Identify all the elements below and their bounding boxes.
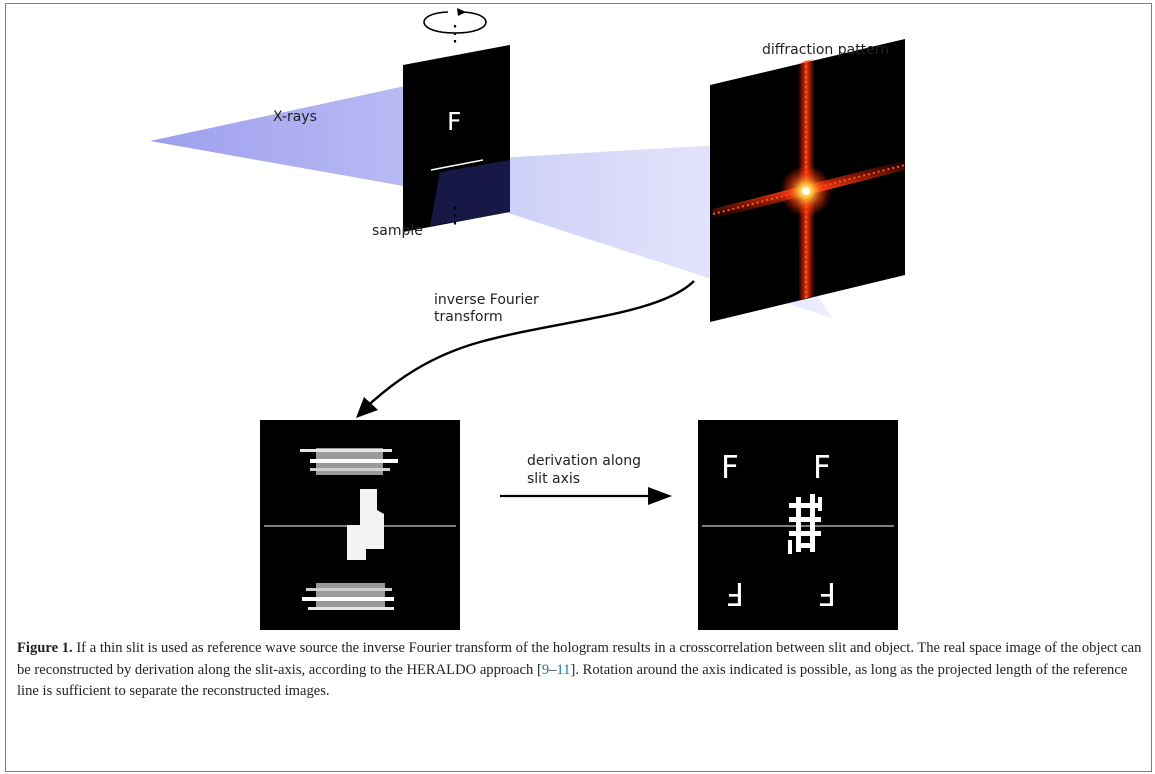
figure-caption: Figure 1. If a thin slit is used as refe…	[17, 638, 1142, 703]
recon-center-artifact	[788, 494, 822, 554]
caption-text-1: If a thin slit is used as reference wave…	[17, 640, 1142, 678]
ref-separator: –	[549, 661, 557, 678]
derivation-label-line2: slit axis	[527, 471, 580, 487]
sample-reference-slit	[430, 159, 484, 171]
derivation-label-line1: derivation along	[527, 453, 641, 469]
sample-letter: F	[447, 107, 461, 136]
sample-label: sample	[372, 223, 423, 239]
crosscorrelation-image	[260, 420, 460, 630]
recon-letter-bottom-right: F	[818, 575, 836, 611]
diffraction-pattern	[712, 59, 906, 300]
reconstruction-image: F F F F	[698, 420, 898, 630]
ref-link-9[interactable]: 9	[541, 661, 550, 678]
recon-letter-top-left: F	[721, 450, 739, 486]
recon-letter-bottom-left: F	[726, 575, 744, 611]
figure-label: Figure 1.	[17, 640, 73, 656]
sample-beam-overlay	[430, 160, 510, 226]
ift-arrow	[361, 280, 695, 412]
recon-letter-top-right: F	[813, 450, 831, 486]
figure-frame	[5, 3, 1152, 772]
ift-arrow-head-icon	[356, 397, 378, 418]
rotation-arrow-icon	[423, 11, 487, 34]
caption-text-2: ]. Rotation around the axis indicated is…	[17, 661, 1128, 700]
ref-link-11[interactable]: 11	[556, 661, 571, 678]
ift-label-line1: inverse Fourier	[434, 292, 539, 308]
diffraction-pattern-label: diffraction pattern	[762, 42, 889, 58]
xrays-label: X-rays	[273, 109, 317, 125]
derivation-arrow-head-icon	[648, 487, 672, 505]
figure-illustration: F X-rays diffraction pattern sample inve…	[150, 8, 906, 630]
ift-label-line2: transform	[434, 309, 503, 325]
